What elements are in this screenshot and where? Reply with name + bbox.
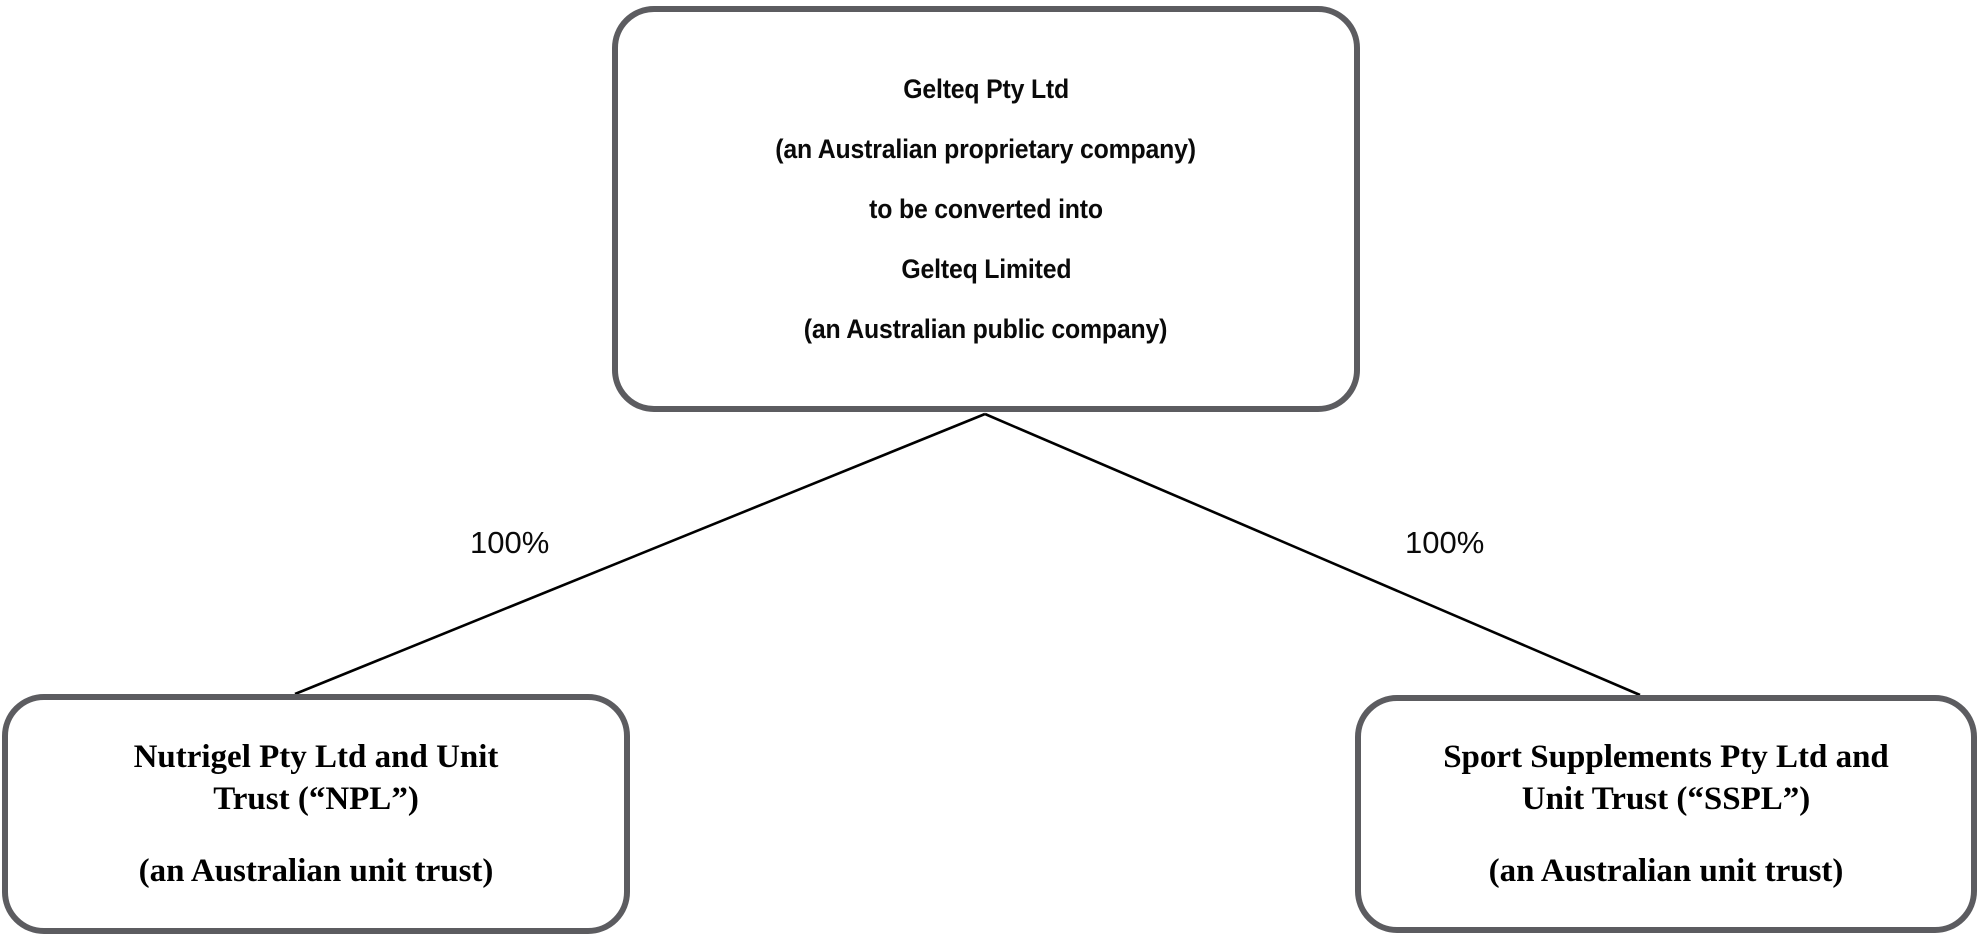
- edge-label-sspl-ownership: 100%: [1405, 525, 1485, 560]
- edge-label-npl-ownership: 100%: [470, 525, 550, 560]
- node-sport-supplements-sspl[interactable]: Sport Supplements Pty Ltd and Unit Trust…: [1355, 695, 1977, 933]
- sspl-subtitle: (an Australian unit trust): [1488, 853, 1844, 890]
- npl-title: Nutrigel Pty Ltd and Unit Trust (“NPL”): [133, 738, 499, 818]
- connector-line-right: [984, 412, 1641, 697]
- node-gelteq-parent[interactable]: Gelteq Pty Ltd (an Australian proprietar…: [612, 6, 1360, 412]
- parent-line-1: Gelteq Pty Ltd: [903, 73, 1069, 104]
- parent-line-2: (an Australian proprietary company): [775, 133, 1197, 164]
- npl-subtitle: (an Australian unit trust): [138, 853, 494, 890]
- parent-line-3: to be converted into: [869, 193, 1103, 224]
- sspl-title: Sport Supplements Pty Ltd and Unit Trust…: [1443, 738, 1889, 818]
- node-nutrigel-npl[interactable]: Nutrigel Pty Ltd and Unit Trust (“NPL”) …: [2, 694, 630, 934]
- parent-line-4: Gelteq Limited: [901, 253, 1071, 284]
- connector-line-left: [294, 412, 986, 696]
- parent-line-5: (an Australian public company): [804, 313, 1168, 344]
